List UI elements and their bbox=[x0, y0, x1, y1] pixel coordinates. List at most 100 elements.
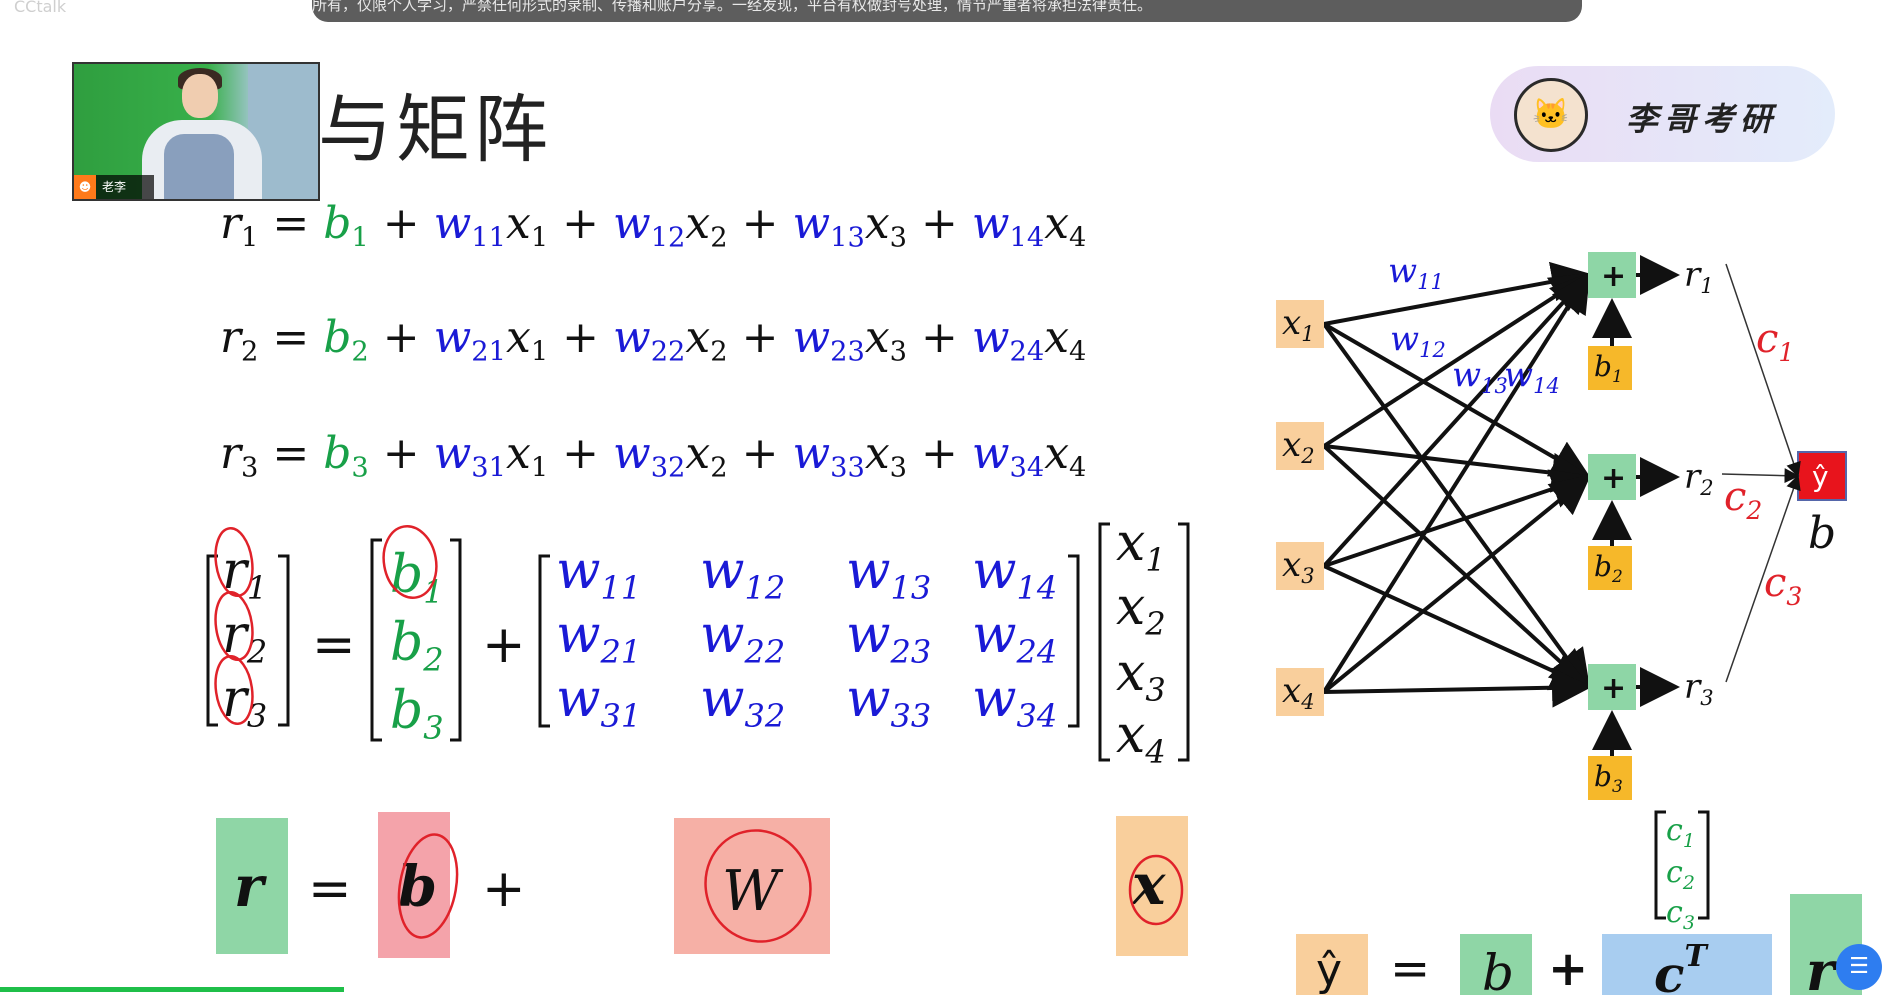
sum-node bbox=[1588, 664, 1636, 710]
weight-connection bbox=[1323, 564, 1592, 691]
output-weight-label: c2 bbox=[1724, 474, 1762, 525]
weight-label: w12 bbox=[1390, 319, 1446, 362]
equation-row-3: r3 = b3 + w31x1 + w32x2 + w33x3 + w34x4 bbox=[220, 428, 1086, 484]
sum-node-symbol: + bbox=[1601, 259, 1626, 294]
weight-label: w14 bbox=[1504, 355, 1560, 398]
vector-equals: = bbox=[308, 859, 352, 919]
w-matrix-entry: w32 bbox=[700, 669, 785, 735]
equation-weight-w: w32 bbox=[613, 428, 686, 484]
equation-input-x: x4 bbox=[1044, 198, 1087, 254]
equation-plus: + bbox=[907, 428, 972, 479]
matrix-equals: = bbox=[312, 615, 356, 675]
x-vector-entry: x4 bbox=[1116, 705, 1166, 771]
brand-name: 李哥考研 bbox=[1626, 100, 1779, 138]
yhat-box bbox=[1296, 934, 1368, 995]
equation-plus: + bbox=[548, 312, 614, 363]
equation-weight-w: w21 bbox=[433, 312, 506, 368]
bias-node-label: b3 bbox=[1594, 760, 1623, 797]
equation-input-x: x4 bbox=[1044, 428, 1087, 484]
equation-plus: + bbox=[727, 428, 793, 479]
output-weight-connection bbox=[1725, 474, 1801, 683]
final-plus: + bbox=[1548, 941, 1588, 995]
chat-icon[interactable]: ☰ bbox=[1836, 944, 1882, 990]
brand-badge: 🐱 李哥考研 bbox=[1490, 66, 1835, 162]
output-label: r1 bbox=[1684, 255, 1714, 298]
equation-weight-w: w23 bbox=[792, 312, 865, 368]
x-vector-entry: x3 bbox=[1116, 643, 1166, 709]
bias-node bbox=[1588, 546, 1632, 590]
output-yhat-label: ŷ bbox=[1812, 460, 1829, 493]
equation-input-x: x1 bbox=[506, 428, 549, 484]
input-node-label: x3 bbox=[1282, 545, 1315, 588]
c-vector-entry: c3 bbox=[1666, 895, 1695, 934]
equation-input-x: x1 bbox=[506, 312, 549, 368]
equation-plus: + bbox=[727, 198, 793, 249]
equation-weight-w: w11 bbox=[433, 198, 506, 254]
equation-bias-b: b1 bbox=[323, 198, 369, 254]
input-node bbox=[1276, 542, 1324, 590]
r-vector-left-bracket bbox=[206, 554, 218, 727]
input-node-label: x4 bbox=[1282, 671, 1315, 714]
playback-progress[interactable] bbox=[0, 987, 344, 992]
x-vector-left-bracket bbox=[1098, 522, 1110, 762]
w-matrix-entry: w34 bbox=[972, 669, 1057, 735]
red-annotation-circle bbox=[397, 833, 459, 939]
equation-plus: + bbox=[368, 428, 434, 479]
r-vector-entry: r1 bbox=[222, 541, 267, 607]
equation-bias-b: b3 bbox=[323, 428, 369, 484]
webcam-user-name: 老李 bbox=[102, 180, 127, 194]
w-matrix-entry: w21 bbox=[556, 605, 641, 671]
equation-equals: = bbox=[258, 312, 324, 363]
w-matrix-entry: w24 bbox=[972, 605, 1057, 671]
w-matrix-entry: w14 bbox=[972, 541, 1057, 607]
final-b: b bbox=[1482, 944, 1514, 995]
final-r: r bbox=[1806, 939, 1838, 995]
w-matrix-right-bracket bbox=[1068, 554, 1080, 728]
weight-label: w13 bbox=[1452, 355, 1508, 398]
weight-connection bbox=[1322, 271, 1591, 694]
equation-input-x: x3 bbox=[864, 428, 907, 484]
final-b-box bbox=[1460, 934, 1532, 995]
slide-title: 与矩阵 bbox=[318, 87, 552, 173]
equation-output-r: r3 bbox=[220, 428, 259, 484]
weight-connection bbox=[1323, 444, 1592, 493]
b-vector-left-bracket bbox=[370, 538, 382, 742]
w-matrix-entry: w33 bbox=[846, 669, 931, 735]
r-vector-entry: r3 bbox=[222, 669, 267, 735]
x-box bbox=[1116, 816, 1188, 956]
r-box bbox=[216, 818, 288, 954]
b-vector-entry: b3 bbox=[390, 681, 444, 747]
red-annotation-circle bbox=[1128, 854, 1184, 926]
w-matrix-entry: w22 bbox=[700, 605, 785, 671]
sum-node bbox=[1588, 252, 1636, 298]
x-vector-entry: x2 bbox=[1116, 577, 1166, 643]
equation-weight-w: w34 bbox=[971, 428, 1045, 484]
equation-plus: + bbox=[548, 428, 614, 479]
w-matrix-entry: w12 bbox=[700, 541, 785, 607]
equation-weight-w: w14 bbox=[971, 198, 1045, 254]
output-yhat-node bbox=[1797, 451, 1847, 501]
weight-connection bbox=[1323, 469, 1592, 568]
equation-plus: + bbox=[548, 198, 614, 249]
equation-input-x: x2 bbox=[685, 428, 728, 484]
red-annotation-circle bbox=[214, 654, 254, 726]
equation-row-2: r2 = b2 + w21x1 + w22x2 + w23x3 + w24x4 bbox=[220, 312, 1086, 368]
w-matrix-left-bracket bbox=[538, 554, 550, 728]
output-bias-label: b bbox=[1808, 508, 1836, 559]
copyright-notice-banner: 所有，仅限个人学习，严禁任何形式的录制、传播和账户分享。一经发现，平台有权做封号… bbox=[312, 0, 1582, 22]
sum-node bbox=[1588, 454, 1636, 500]
webcam-window[interactable]: ☻老李 bbox=[72, 62, 320, 201]
x-vector-right-bracket bbox=[1178, 522, 1190, 762]
webcam-person-jacket bbox=[164, 134, 234, 199]
equation-plus: + bbox=[368, 312, 434, 363]
equation-weight-w: w24 bbox=[971, 312, 1045, 368]
vector-x: x bbox=[1131, 852, 1166, 918]
bias-node bbox=[1588, 756, 1632, 800]
weight-connection bbox=[1323, 667, 1592, 708]
equation-input-x: x3 bbox=[864, 312, 907, 368]
input-node-label: x2 bbox=[1282, 425, 1315, 468]
r-vector-right-bracket bbox=[278, 554, 290, 727]
bias-node bbox=[1588, 346, 1632, 390]
